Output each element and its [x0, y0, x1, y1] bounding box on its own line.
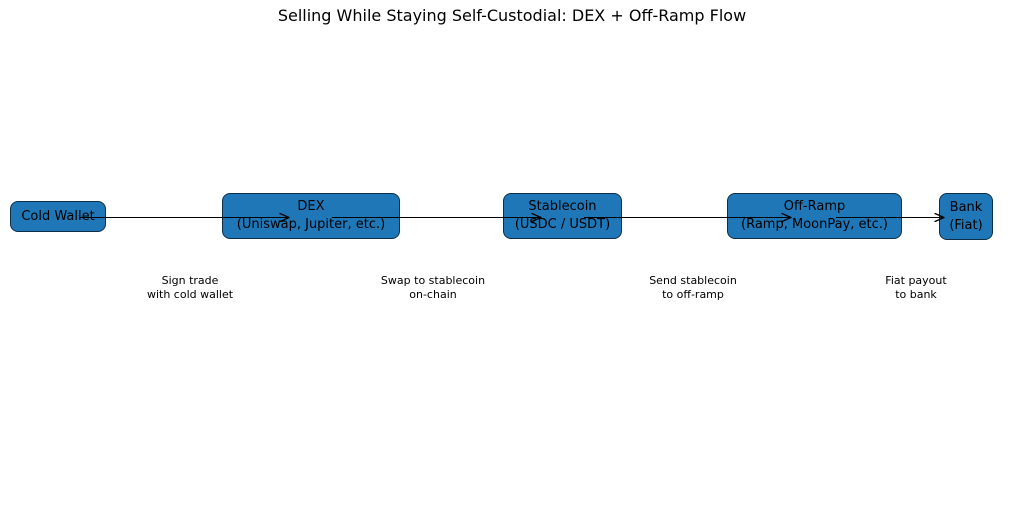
edge-label-sign-trade: Sign trade with cold wallet — [147, 274, 233, 302]
node-dex-sublabel: (Uniswap, Jupiter, etc.) — [236, 217, 386, 232]
edge-label-payout: Fiat payout to bank — [885, 274, 946, 302]
diagram-title: Selling While Staying Self-Custodial: DE… — [277, 6, 747, 25]
node-cold-wallet-label: Cold Wallet — [21, 208, 95, 224]
edge-label-line: on-chain — [409, 288, 457, 301]
node-stablecoin: Stablecoin (USDC / USDT) — [503, 193, 622, 239]
edge-label-line: Fiat payout — [885, 274, 947, 287]
edge-label-line: Swap to stablecoin — [380, 274, 486, 287]
edge-label-swap: Swap to stablecoin on-chain — [381, 274, 485, 302]
edge-label-line: with cold wallet — [146, 288, 234, 301]
node-off-ramp-sublabel: (Ramp, MoonPay, etc.) — [741, 217, 888, 232]
node-off-ramp-label: Off-Ramp — [783, 199, 846, 214]
node-dex: DEX (Uniswap, Jupiter, etc.) — [222, 193, 400, 239]
node-bank-sublabel: (Fiat) — [949, 217, 983, 233]
edge-label-line: Send stablecoin — [649, 274, 737, 287]
edge-label-send: Send stablecoin to off-ramp — [649, 274, 737, 302]
node-dex-label: DEX — [297, 199, 325, 214]
node-stablecoin-sublabel: (USDC / USDT) — [514, 217, 611, 232]
edge-label-line: to bank — [895, 288, 937, 301]
edge-label-line: Sign trade — [161, 274, 219, 287]
node-stablecoin-label: Stablecoin — [528, 199, 597, 214]
node-off-ramp: Off-Ramp (Ramp, MoonPay, etc.) — [727, 193, 902, 239]
node-bank: Bank (Fiat) — [939, 193, 993, 240]
edge-label-line: to off-ramp — [662, 288, 724, 301]
node-bank-label: Bank — [949, 199, 983, 215]
node-cold-wallet: Cold Wallet — [10, 201, 106, 232]
